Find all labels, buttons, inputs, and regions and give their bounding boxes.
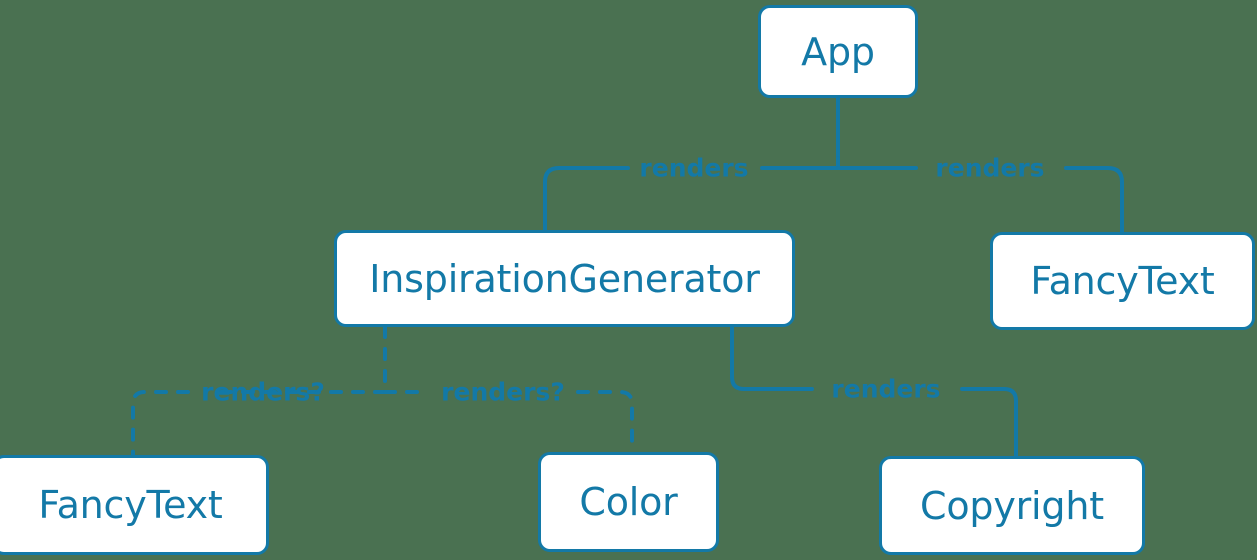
node-fancytext-right[interactable]: FancyText: [990, 232, 1255, 330]
node-label-color: Color: [579, 480, 678, 524]
node-label-copyright: Copyright: [920, 483, 1104, 528]
edge-inspiration-generator-to-copyright: [730, 325, 1018, 458]
edge-label-inspiration-generator-to-fancytext-bottom: renders?: [201, 377, 325, 407]
node-copyright[interactable]: Copyright: [879, 456, 1145, 555]
node-app[interactable]: App: [758, 5, 918, 98]
edge-label-app-to-fancytext-right: renders: [935, 153, 1045, 183]
node-label-fancytext-bottom: FancyText: [38, 483, 223, 527]
node-label-inspiration-generator: InspirationGenerator: [369, 256, 760, 301]
node-color[interactable]: Color: [538, 452, 719, 552]
node-fancytext-bottom[interactable]: FancyText: [0, 455, 269, 555]
edge-app-to-fancytext-right: [836, 166, 1124, 234]
node-label-fancytext-right: FancyText: [1030, 259, 1215, 303]
edge-inspiration-generator-to-color: [383, 390, 634, 454]
edge-label-inspiration-generator-to-copyright: renders: [831, 374, 941, 404]
edge-label-app-to-inspiration-generator: renders: [639, 153, 749, 183]
node-inspiration-generator[interactable]: InspirationGenerator: [334, 230, 795, 327]
node-label-app: App: [801, 29, 875, 74]
edge-inspiration-generator-to-fancytext-bottom: [131, 390, 387, 457]
edge-label-inspiration-generator-to-color: renders?: [441, 377, 565, 407]
